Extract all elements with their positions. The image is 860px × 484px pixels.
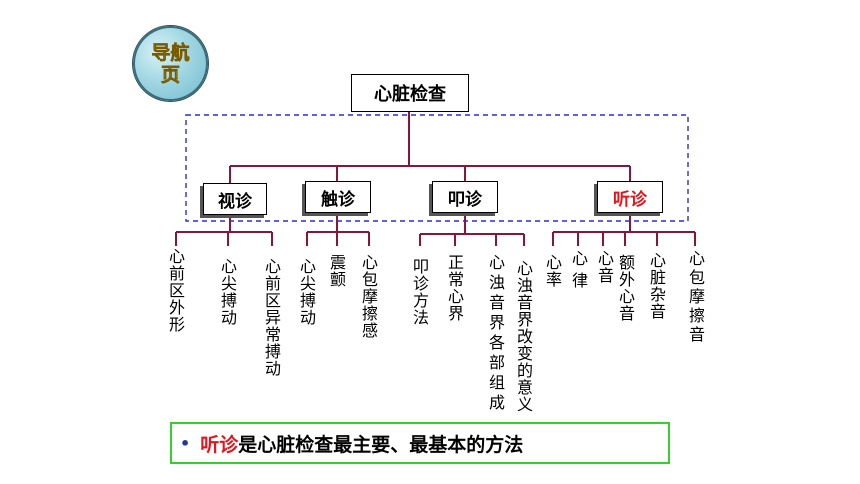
callout-highlight: 听诊	[200, 433, 239, 456]
item-abnormal-precordial-pulsation: 心前区异常搏动	[262, 258, 281, 377]
item-apex-beat-palpation: 心尖搏动	[297, 258, 316, 326]
item-heart-rate: 心率	[543, 254, 562, 288]
callout-text: 是心脏检查最主要、最基本的方法	[238, 433, 524, 456]
item-pericardial-friction-rub: 心包摩擦音	[686, 250, 705, 345]
item-extra-heart-sounds: 额外心音	[616, 254, 635, 322]
method-node-percussion: 叩诊	[432, 181, 498, 213]
item-cardiac-dullness-components: 心浊音界各部组成	[486, 254, 505, 414]
item-normal-cardiac-border: 正常心界	[445, 254, 464, 322]
nav-page-label: 导航页	[151, 41, 190, 86]
item-percussion-method: 叩诊方法	[410, 258, 429, 326]
nav-page-button[interactable]: 导航页	[133, 26, 208, 101]
item-heart-sounds: 心音	[595, 250, 614, 284]
method-node-palpation: 触诊	[305, 181, 371, 213]
item-pericardial-friction-feel: 心包摩擦感	[359, 254, 378, 339]
item-thrill: 震颤	[327, 254, 346, 288]
root-node-heart-exam: 心脏检查	[351, 74, 469, 112]
key-point-callout: • 听诊 是心脏检查最主要、最基本的方法	[170, 422, 670, 464]
method-node-auscultation: 听诊	[597, 181, 663, 213]
item-heart-murmur: 心脏杂音	[647, 252, 666, 320]
item-cardiac-dullness-change-meaning: 心浊音界改变的意义	[514, 260, 533, 413]
item-heart-rhythm: 心律	[569, 250, 588, 294]
item-apex-beat: 心尖搏动	[218, 258, 237, 326]
method-node-inspection: 视诊	[203, 183, 267, 215]
item-precordial-shape: 心前区外形	[166, 248, 185, 333]
bullet-icon: •	[180, 433, 191, 453]
methods-group-outline	[185, 114, 689, 222]
